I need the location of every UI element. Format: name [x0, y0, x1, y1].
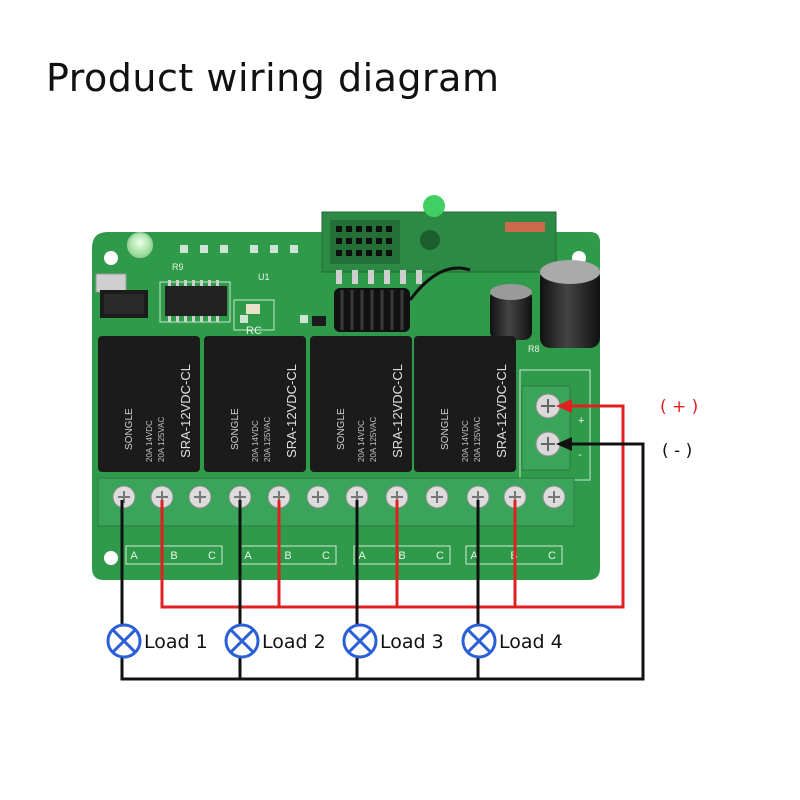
learn-button [95, 273, 148, 318]
relay-model-label: SRA-12VDC-CL [178, 364, 193, 458]
terminal-label-a: A [130, 550, 138, 562]
relay-spec-label: 20A 14VDC [461, 420, 470, 462]
status-led-icon [423, 195, 445, 217]
terminal-label-c: C [548, 550, 556, 562]
relay-spec-label: 20A 125VAC [473, 417, 482, 462]
antenna-coil-icon [334, 266, 471, 332]
terminal-group-outline [125, 545, 223, 565]
smd-component [246, 304, 260, 314]
load-2: Load 2 [224, 623, 326, 659]
terminal-label-b: B [170, 550, 177, 562]
relay-brand-label: SONGLE [124, 408, 135, 450]
relay-1: SRA-12VDC-CL SONGLE 20A 14VDC 20A 125VAC [98, 336, 200, 472]
relay-model-label: SRA-12VDC-CL [390, 364, 405, 458]
led-icon [127, 232, 153, 258]
load-label: Load 3 [380, 631, 444, 653]
relay-brand-label: SONGLE [336, 408, 347, 450]
load-3: Load 3 [342, 623, 444, 659]
diagram-title: Product wiring diagram [46, 56, 500, 100]
terminal-label-c: C [436, 550, 444, 562]
negative-label: ( - ) [662, 441, 692, 461]
ic-chip [165, 280, 227, 322]
load-label: Load 2 [262, 631, 326, 653]
smd-component [312, 316, 326, 326]
relay-spec-label: 20A 14VDC [251, 420, 260, 462]
relay-spec-label: 20A 125VAC [263, 417, 272, 462]
rf-receiver-module [321, 211, 557, 284]
silk-label-u1: U1 [258, 272, 270, 282]
terminal-label-a: A [470, 550, 478, 562]
power-sign-plus: + [578, 415, 584, 427]
relay-4: SRA-12VDC-CL SONGLE 20A 14VDC 20A 125VAC [414, 336, 516, 472]
relay-spec-label: 20A 125VAC [157, 417, 166, 462]
relay-brand-label: SONGLE [440, 408, 451, 450]
silk-label-r8: R8 [528, 344, 540, 354]
relay-spec-label: 20A 125VAC [369, 417, 378, 462]
output-terminal-block [97, 477, 575, 527]
load-label: Load 4 [499, 631, 563, 653]
power-terminal-block: + - [521, 385, 584, 471]
positive-arrow-icon [556, 399, 572, 413]
silk-label-r9: R9 [172, 262, 184, 272]
relay-model-label: SRA-12VDC-CL [284, 364, 299, 458]
positive-wire [160, 404, 625, 609]
relay-2: SRA-12VDC-CL SONGLE 20A 14VDC 20A 125VAC [204, 336, 306, 472]
terminal-label-b: B [398, 550, 405, 562]
relay-spec-label: 20A 14VDC [145, 420, 154, 462]
positive-label: ( + ) [660, 397, 698, 417]
terminal-label-a: A [358, 550, 366, 562]
terminal-group-outline [353, 545, 451, 565]
relay-spec-label: 20A 14VDC [357, 420, 366, 462]
relay-3: SRA-12VDC-CL SONGLE 20A 14VDC 20A 125VAC [310, 336, 412, 472]
terminal-label-c: C [322, 550, 330, 562]
relay-model-label: SRA-12VDC-CL [494, 364, 509, 458]
silk-label-rc: RC [246, 325, 262, 337]
terminal-label-b: B [284, 550, 291, 562]
negative-arrow-icon [556, 437, 572, 451]
relay-brand-label: SONGLE [230, 408, 241, 450]
terminal-label-c: C [208, 550, 216, 562]
load-4: Load 4 [461, 623, 563, 659]
capacitor-icon [540, 260, 600, 348]
terminal-label-a: A [244, 550, 252, 562]
load-label: Load 1 [144, 631, 208, 653]
load-1: Load 1 [106, 623, 208, 659]
capacitor-icon [490, 284, 532, 340]
power-sign-minus: - [578, 449, 582, 461]
